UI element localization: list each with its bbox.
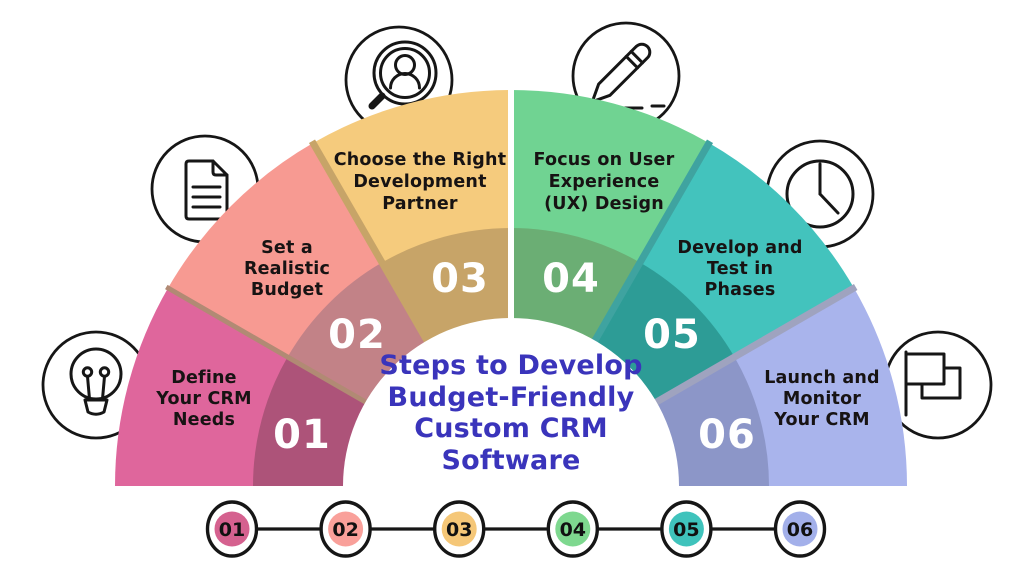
segment-3-number: 03	[431, 256, 489, 302]
svg-text:Your CRM: Your CRM	[155, 389, 252, 409]
title-line-2: Budget-Friendly	[388, 382, 635, 413]
segment-5-label: Develop and Test in Phases	[677, 238, 802, 300]
svg-text:Development: Development	[353, 172, 486, 192]
flag-icon	[883, 330, 993, 440]
timeline-dot-6: 06	[773, 500, 827, 558]
svg-text:Set a: Set a	[261, 238, 313, 258]
timeline-dot-2: 02	[319, 500, 372, 558]
segment-6-label: Launch and Monitor Your CRM	[764, 368, 880, 430]
segment-4-number: 04	[542, 256, 600, 302]
segment-dividers	[165, 88, 858, 409]
svg-text:05: 05	[673, 519, 699, 541]
svg-text:Choose the Right: Choose the Right	[334, 150, 507, 170]
svg-text:Budget: Budget	[251, 280, 323, 300]
svg-text:Monitor: Monitor	[783, 389, 861, 409]
svg-text:Test in: Test in	[707, 259, 773, 279]
svg-text:Phases: Phases	[705, 280, 776, 300]
title-line-3: Custom CRM	[414, 413, 608, 444]
svg-text:(UX) Design: (UX) Design	[544, 194, 664, 214]
timeline: 01 02 03 04 05 06	[205, 500, 827, 558]
svg-text:Realistic: Realistic	[244, 259, 330, 279]
svg-text:03: 03	[446, 519, 472, 541]
svg-text:Launch and: Launch and	[764, 368, 880, 388]
svg-text:Define: Define	[171, 368, 237, 388]
svg-text:01: 01	[219, 519, 245, 541]
segment-labels: Define Your CRM Needs Set a Realistic Bu…	[155, 150, 880, 430]
segment-3-label: Choose the Right Development Partner	[334, 150, 507, 214]
svg-text:Develop and: Develop and	[677, 238, 802, 258]
segment-numbers: 01 02 03 04 05 06	[273, 256, 756, 458]
segment-2-number: 02	[328, 312, 386, 358]
timeline-dot-5: 05	[660, 500, 713, 558]
svg-text:04: 04	[560, 519, 586, 541]
svg-text:Focus on User: Focus on User	[534, 150, 675, 170]
svg-text:06: 06	[787, 519, 813, 541]
svg-text:Needs: Needs	[173, 410, 235, 430]
title-line-1: Steps to Develop	[379, 350, 642, 381]
center-dome	[343, 318, 679, 567]
segment-1-number: 01	[273, 412, 331, 458]
timeline-dot-4: 04	[546, 500, 599, 558]
svg-text:Experience: Experience	[549, 172, 660, 192]
segment-1-label: Define Your CRM Needs	[155, 368, 252, 430]
segment-6-number: 06	[698, 412, 756, 458]
divider-2-3	[308, 139, 434, 348]
divider-5-6	[649, 283, 858, 409]
center-title: Steps to Develop Budget-Friendly Custom …	[379, 350, 642, 476]
svg-text:02: 02	[332, 519, 358, 541]
segment-5-number: 05	[643, 312, 701, 358]
svg-text:Your CRM: Your CRM	[773, 410, 870, 430]
svg-text:Partner: Partner	[382, 194, 458, 214]
divider-1-2	[165, 284, 372, 408]
segment-4-label: Focus on User Experience (UX) Design	[534, 150, 675, 214]
title-line-4: Software	[441, 445, 580, 476]
timeline-dot-1: 01	[205, 500, 259, 558]
segment-2-label: Set a Realistic Budget	[244, 238, 330, 300]
divider-4-5	[588, 139, 714, 348]
timeline-dot-3: 03	[433, 500, 486, 558]
